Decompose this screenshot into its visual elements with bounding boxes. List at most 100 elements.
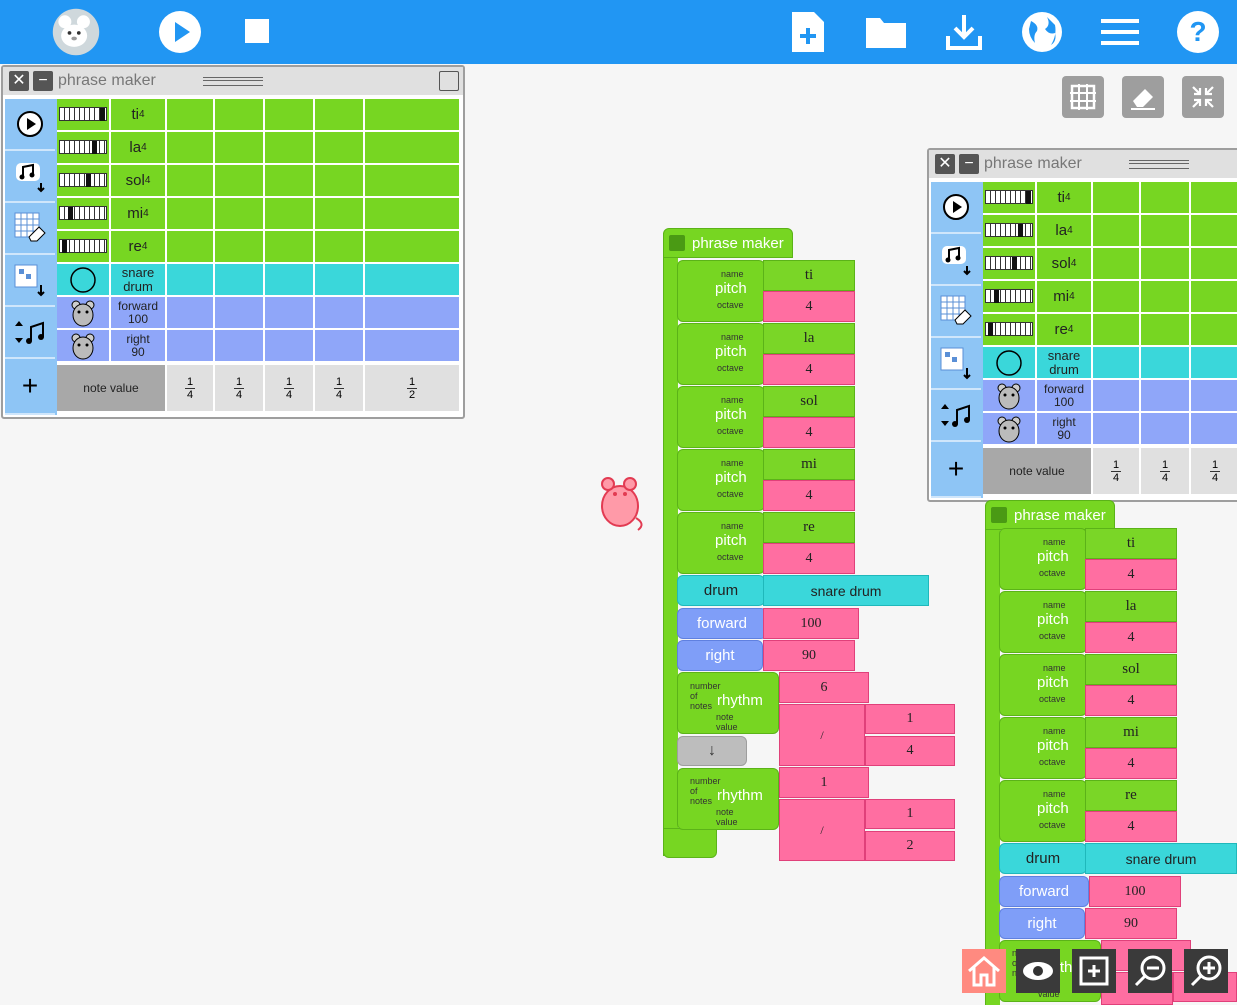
- grid-cell[interactable]: [1091, 380, 1139, 411]
- pitch-block[interactable]: [677, 260, 765, 322]
- rhythm-block[interactable]: [677, 768, 779, 830]
- export-notes-icon[interactable]: [5, 151, 55, 203]
- octave-value[interactable]: 4: [1085, 622, 1177, 653]
- grid-cell[interactable]: [263, 165, 313, 196]
- pitch-block[interactable]: [677, 386, 765, 448]
- right-block[interactable]: right: [677, 640, 763, 671]
- piano-keyboard-icon[interactable]: [983, 182, 1035, 213]
- grid-cell[interactable]: [363, 231, 459, 262]
- piano-keyboard-icon[interactable]: [57, 132, 109, 163]
- minimize-icon[interactable]: −: [33, 71, 53, 91]
- grid-cell[interactable]: [1139, 215, 1189, 246]
- forward-block[interactable]: forward: [999, 876, 1089, 907]
- pitch-name-value[interactable]: la: [1085, 591, 1177, 622]
- pitch-block[interactable]: [677, 512, 765, 574]
- drum-block[interactable]: drum: [677, 575, 765, 606]
- grid-cell[interactable]: [1139, 347, 1189, 378]
- piano-keyboard-icon[interactable]: [57, 198, 109, 229]
- grid-cell[interactable]: [363, 264, 459, 295]
- pitch-name-value[interactable]: ti: [1085, 528, 1177, 559]
- expand-icon[interactable]: [439, 71, 459, 91]
- piano-keyboard-icon[interactable]: [57, 165, 109, 196]
- grid-cell[interactable]: [1139, 281, 1189, 312]
- octave-value[interactable]: 4: [1085, 559, 1177, 590]
- pitch-block[interactable]: [999, 591, 1087, 653]
- grid-cell[interactable]: [1189, 380, 1237, 411]
- close-icon[interactable]: ✕: [935, 154, 955, 174]
- grid-cell[interactable]: [165, 99, 213, 130]
- grid-cell[interactable]: [363, 99, 459, 130]
- grid-cell[interactable]: [165, 132, 213, 163]
- grid-cell[interactable]: [213, 198, 263, 229]
- turtle-icon[interactable]: [57, 330, 109, 361]
- grid-cell[interactable]: [1091, 413, 1139, 444]
- home-icon[interactable]: [962, 949, 1006, 993]
- grid-cell[interactable]: [263, 231, 313, 262]
- play-icon[interactable]: [931, 182, 981, 234]
- grid-cell[interactable]: [313, 330, 363, 361]
- grid-cell[interactable]: [313, 132, 363, 163]
- grid-cell[interactable]: [263, 330, 313, 361]
- menu-icon[interactable]: [1094, 6, 1146, 58]
- octave-value[interactable]: 4: [763, 543, 855, 574]
- pitch-block[interactable]: [999, 717, 1087, 779]
- collapse-icon[interactable]: [1182, 76, 1224, 118]
- close-icon[interactable]: ✕: [9, 71, 29, 91]
- right-value[interactable]: 90: [763, 640, 855, 671]
- grid-cell[interactable]: [1091, 314, 1139, 345]
- grid-cell[interactable]: [313, 264, 363, 295]
- mouse-logo-icon[interactable]: [50, 6, 102, 58]
- fit-screen-icon[interactable]: [1072, 949, 1116, 993]
- play-icon[interactable]: [5, 99, 55, 151]
- octave-value[interactable]: 4: [763, 417, 855, 448]
- help-icon[interactable]: ?: [1172, 6, 1224, 58]
- pitch-name-value[interactable]: mi: [763, 449, 855, 480]
- pitch-block[interactable]: [677, 323, 765, 385]
- octave-value[interactable]: 4: [763, 480, 855, 511]
- grid-cell[interactable]: [165, 264, 213, 295]
- denominator-value[interactable]: 4: [865, 736, 955, 766]
- grid-cell[interactable]: [363, 297, 459, 328]
- grid-cell[interactable]: [213, 165, 263, 196]
- grid-cell[interactable]: [1139, 413, 1189, 444]
- forward-value[interactable]: 100: [763, 608, 859, 639]
- grid-cell[interactable]: [1189, 347, 1237, 378]
- grid-cell[interactable]: [313, 231, 363, 262]
- grid-cell[interactable]: [165, 231, 213, 262]
- pitch-block[interactable]: [677, 449, 765, 511]
- grid-cell[interactable]: [263, 99, 313, 130]
- add-row-button[interactable]: +: [5, 359, 55, 415]
- sort-notes-icon[interactable]: [5, 307, 55, 359]
- phrase-maker-block-title[interactable]: phrase maker: [663, 228, 793, 258]
- play-icon[interactable]: [154, 6, 206, 58]
- grid-cell[interactable]: [1189, 314, 1237, 345]
- piano-keyboard-icon[interactable]: [983, 281, 1035, 312]
- pitch-name-value[interactable]: re: [763, 512, 855, 543]
- widget-titlebar[interactable]: ✕ − phrase maker: [3, 67, 463, 95]
- grid-icon[interactable]: [1062, 76, 1104, 118]
- octave-value[interactable]: 4: [1085, 811, 1177, 842]
- piano-keyboard-icon[interactable]: [57, 99, 109, 130]
- zoom-out-icon[interactable]: [1128, 949, 1172, 993]
- grid-cell[interactable]: [1139, 314, 1189, 345]
- rhythm-block[interactable]: [677, 672, 779, 734]
- grid-cell[interactable]: [1189, 182, 1237, 213]
- grid-cell[interactable]: [313, 165, 363, 196]
- grid-cell[interactable]: [1189, 281, 1237, 312]
- minimize-icon[interactable]: −: [959, 154, 979, 174]
- grid-cell[interactable]: [165, 198, 213, 229]
- export-notes-icon[interactable]: [931, 234, 981, 286]
- pitch-name-value[interactable]: mi: [1085, 717, 1177, 748]
- grid-cell[interactable]: [1091, 182, 1139, 213]
- divide-block[interactable]: /: [779, 704, 865, 766]
- drum-value[interactable]: snare drum: [1085, 843, 1237, 874]
- grid-cell[interactable]: [1189, 248, 1237, 279]
- collapse-icon[interactable]: [991, 507, 1007, 523]
- grid-cell[interactable]: [313, 99, 363, 130]
- grid-cell[interactable]: [1091, 248, 1139, 279]
